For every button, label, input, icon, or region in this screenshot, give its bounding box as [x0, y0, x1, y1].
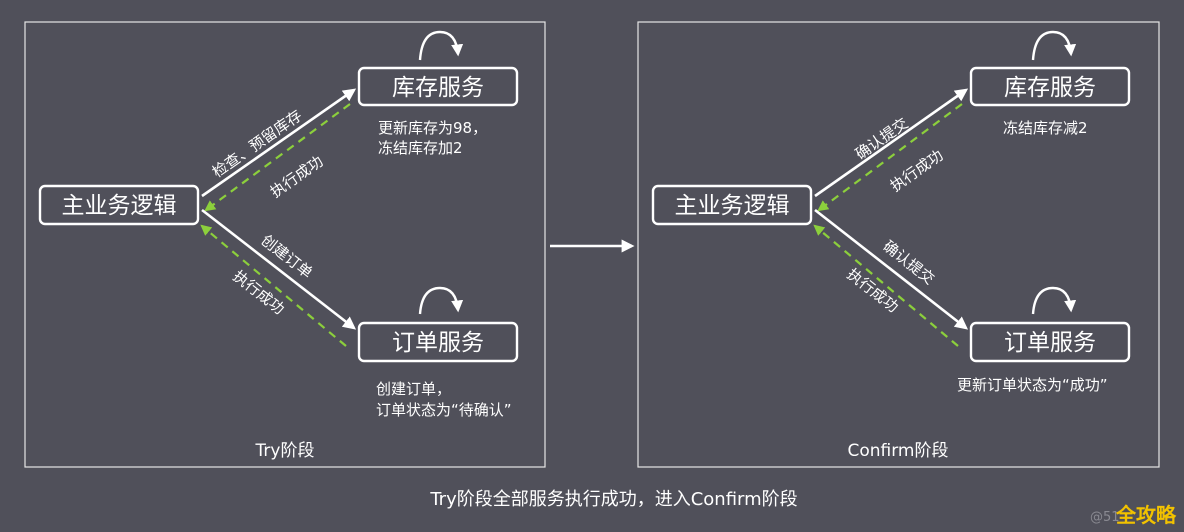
try-panel-frame: [24, 21, 546, 468]
confirm-panel-frame: [637, 21, 1160, 468]
confirm-dashed-order-success: [813, 224, 959, 347]
try-order-note-line2: 订单状态为“待确认”: [376, 401, 512, 419]
try-panel: 主业务逻辑 库存服务 订单服务 检查、预留库存 执行成功 创建订单 执行成功 更…: [24, 21, 546, 468]
try-order-note-line1: 创建订单，: [376, 380, 451, 398]
confirm-edge-label-inventory-success: 执行成功: [887, 146, 946, 195]
try-inventory-note-line1: 更新库存为98，: [378, 119, 487, 137]
confirm-inventory-loop-icon: [1031, 30, 1077, 61]
confirm-edge-label-to-inventory: 确认提交: [852, 114, 911, 163]
watermark-brand-logo: 全攻略: [1115, 503, 1177, 527]
try-inventory-loop-icon: [418, 30, 464, 61]
try-inventory-node: 库存服务: [357, 66, 519, 107]
confirm-order-node: 订单服务: [969, 321, 1131, 363]
watermark-faint-text: @51: [1090, 510, 1120, 525]
try-inventory-node-label: 库存服务: [392, 75, 484, 101]
try-order-node: 订单服务: [357, 321, 519, 363]
try-order-node-label: 订单服务: [392, 330, 484, 356]
confirm-arrow-to-order: [814, 208, 969, 330]
try-arrow-to-order: [201, 208, 357, 330]
confirm-panel: 主业务逻辑 库存服务 订单服务 确认提交 执行成功 确认提交 执行成功 冻结库存…: [637, 21, 1160, 468]
try-order-loop-icon: [418, 286, 464, 315]
try-main-node: 主业务逻辑: [38, 184, 200, 226]
try-panel-title: Try阶段: [255, 441, 315, 461]
try-arrow-to-inventory: [201, 88, 357, 198]
confirm-order-loop-icon: [1031, 286, 1077, 315]
try-inventory-note-line2: 冻结库存加2: [378, 139, 463, 157]
confirm-order-node-label: 订单服务: [1004, 330, 1096, 356]
confirm-inventory-node-label: 库存服务: [1004, 75, 1096, 101]
confirm-main-node-label: 主业务逻辑: [675, 193, 790, 219]
try-dashed-order-success: [200, 224, 347, 347]
bottom-caption: Try阶段全部服务执行成功，进入Confirm阶段: [429, 489, 797, 510]
confirm-main-node: 主业务逻辑: [651, 184, 813, 226]
confirm-order-note: 更新订单状态为“成功”: [957, 376, 1108, 394]
confirm-dashed-inventory-success: [817, 103, 963, 212]
try-main-node-label: 主业务逻辑: [62, 193, 177, 219]
try-edge-label-inventory-success: 执行成功: [267, 152, 326, 201]
confirm-inventory-node: 库存服务: [969, 66, 1131, 107]
try-dashed-inventory-success: [204, 103, 351, 212]
confirm-arrow-to-inventory: [814, 88, 969, 198]
confirm-edge-label-to-order: 确认提交: [880, 237, 938, 288]
confirm-inventory-note: 冻结库存减2: [1003, 119, 1088, 137]
confirm-panel-title: Confirm阶段: [847, 441, 948, 461]
